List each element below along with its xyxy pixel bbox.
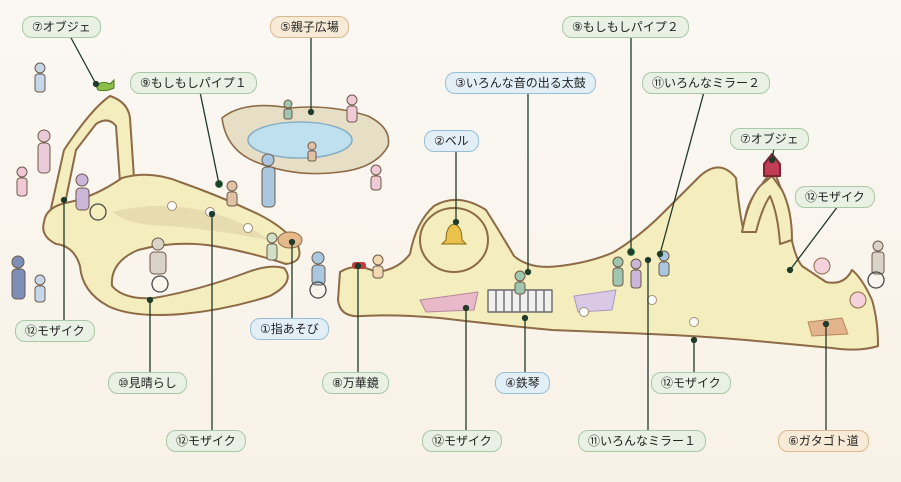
label-mirror-1: ⑪いろんなミラー１ — [578, 430, 707, 452]
label-objet-2: ⑦オブジェ — [730, 128, 809, 150]
objet-house — [763, 153, 781, 177]
label-objet-1: ⑦オブジェ — [22, 16, 101, 38]
label-oyako: ⑤親子広場 — [270, 16, 349, 38]
label-mosaic-3: ⑫モザイク — [651, 372, 731, 394]
mosaic-panel-center — [573, 289, 617, 313]
label-pipe-1: ⑨もしもしパイプ１ — [130, 72, 257, 94]
mosaic-panel-right — [807, 317, 849, 337]
people-figures — [11, 62, 885, 303]
label-tekkin: ④鉄琴 — [495, 372, 550, 394]
bird-icon — [95, 78, 115, 92]
label-mosaic-2: ⑫モザイク — [15, 320, 95, 342]
label-pipe-2: ⑨もしもしパイプ２ — [562, 16, 689, 38]
decor-circles — [167, 201, 867, 327]
label-mosaic-5: ⑫モザイク — [422, 430, 502, 452]
label-mosaic-1: ⑫モザイク — [795, 186, 875, 208]
label-mosaic-4: ⑫モザイク — [166, 430, 246, 452]
label-miharashi: ⑩見晴らし — [108, 372, 187, 394]
left-loop-structure — [42, 95, 301, 316]
label-bell: ②ベル — [424, 130, 479, 152]
wheelchairs — [89, 203, 885, 299]
loop-tube — [42, 173, 301, 316]
oyako-plaza — [221, 104, 390, 175]
metallophone — [487, 289, 553, 313]
label-mirror-2: ⑪いろんなミラー２ — [642, 72, 771, 94]
leader-lines — [60, 35, 839, 430]
label-kaleido: ⑧万華鏡 — [322, 372, 389, 394]
label-drum: ③いろんな音の出る太鼓 — [445, 72, 596, 94]
label-finger: ①指あそび — [250, 318, 329, 340]
objet-arch-right — [741, 175, 793, 245]
label-gatagoto: ⑥ガタゴト道 — [778, 430, 869, 452]
main-structure — [337, 153, 879, 351]
